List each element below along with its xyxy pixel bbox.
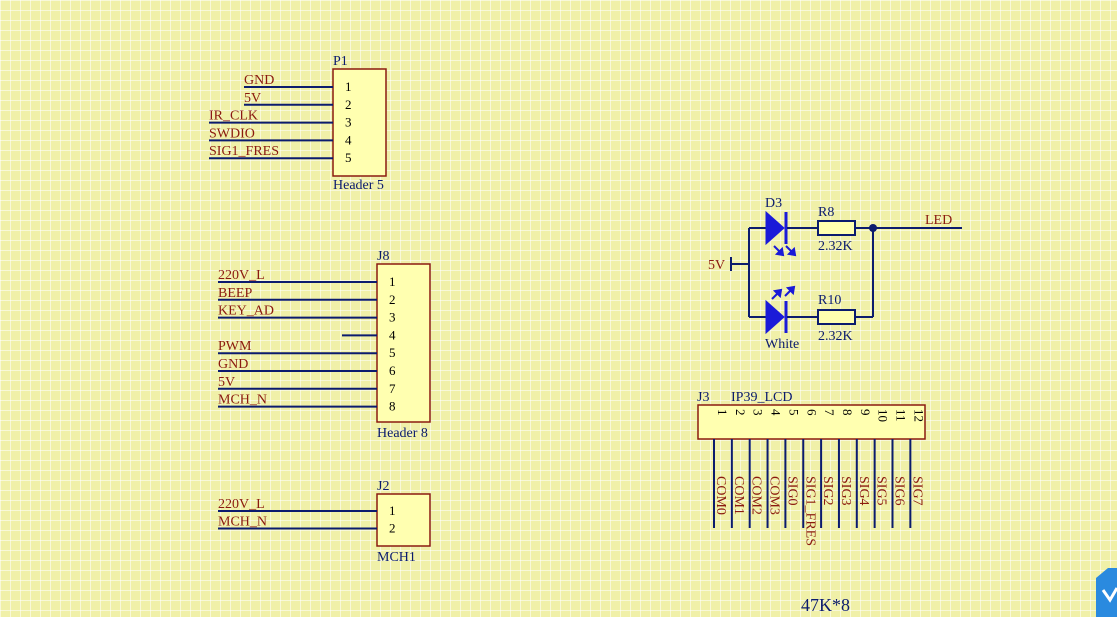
j3-net-label: SIG5 (874, 476, 889, 506)
j3-body (697, 404, 926, 440)
j3-net-label: COM1 (731, 476, 746, 515)
j3-pin-number: 11 (894, 409, 909, 422)
j8-pin-number: 3 (389, 310, 396, 325)
r8-value: 2.32K (818, 239, 853, 254)
j3-pin-number: 3 (751, 409, 766, 416)
connector-j8: J8 Header 8 1 220V_L 2 BEEP 3 KEY_AD 4 5 PWM 6 GND… (218, 249, 431, 441)
j8-net-label: MCH_N (218, 393, 267, 408)
j2-net-label: 220V_L (218, 497, 265, 512)
j3-pin-number: 10 (876, 409, 891, 422)
j8-pin-number: 2 (389, 292, 396, 307)
p1-pin-number: 1 (345, 79, 352, 94)
j8-ref: J8 (377, 249, 389, 264)
j8-body (376, 263, 431, 423)
d3-emit-arrows-icon (773, 245, 797, 257)
j3-pin-number: 9 (858, 409, 873, 416)
j3-pin-number: 4 (769, 409, 784, 416)
r8-ref: R8 (818, 205, 834, 220)
r10-ref: R10 (818, 293, 841, 308)
j3-pin-number: 7 (822, 409, 837, 416)
j3-net-label: SIG1_FRES (802, 476, 817, 546)
output-net-label: LED (925, 213, 952, 228)
j8-net-label: BEEP (218, 286, 252, 301)
j3-net-label: SIG7 (909, 476, 924, 506)
white-led-emit-arrows-icon (771, 285, 796, 300)
j8-net-label: GND (218, 357, 248, 372)
j3-net-label: SIG4 (856, 476, 871, 506)
j8-pin-number: 8 (389, 399, 396, 414)
p1-net-label: 5V (244, 91, 261, 106)
j8-net-label: 5V (218, 375, 235, 390)
j3-net-label: SIG2 (820, 476, 835, 506)
white-led-label: White (765, 337, 799, 352)
j3-pin-number: 5 (786, 409, 801, 416)
p1-pin-number: 3 (345, 115, 352, 130)
p1-pin-number: 2 (345, 97, 352, 112)
led-circuit: 5V D3 R8 2.32K LED White R10 2.32K (708, 196, 962, 352)
p1-type: Header 5 (333, 178, 384, 193)
j8-pin-number: 6 (389, 363, 396, 378)
j2-type: MCH1 (377, 550, 416, 565)
p1-pin-number: 5 (345, 150, 352, 165)
j3-pin-number: 6 (804, 409, 819, 416)
d3-diode-icon (765, 210, 785, 246)
power-net-label: 5V (708, 258, 725, 273)
white-led-diode-icon (765, 299, 785, 335)
j3-net-label: COM2 (749, 476, 764, 515)
d3-ref: D3 (765, 196, 782, 211)
j2-pin-number: 1 (389, 503, 396, 518)
j2-ref: J2 (377, 479, 389, 494)
r10-value: 2.32K (818, 329, 853, 344)
p1-pin-number: 4 (345, 132, 352, 147)
r10-resistor-icon (817, 309, 856, 325)
j3-net-label: SIG0 (784, 476, 799, 506)
shield-icon[interactable] (1096, 568, 1117, 617)
j8-net-label: PWM (218, 339, 252, 354)
j3-pin-number: 2 (733, 409, 748, 416)
j8-type: Header 8 (377, 426, 428, 441)
connector-p1: P1 Header 5 1 GND 2 5V 3 IR_CLK 4 SWDIO 5 SIG1_FR… (209, 54, 387, 193)
p1-body (332, 68, 387, 177)
r8-resistor-icon (817, 220, 856, 236)
j3-pin-number: 8 (840, 409, 855, 416)
j8-pin-number: 4 (389, 327, 396, 342)
j3-net-label: SIG3 (838, 476, 853, 506)
j2-pin-number: 2 (389, 521, 396, 536)
j3-net-label: COM3 (767, 476, 782, 515)
j2-body (376, 493, 431, 547)
j8-pin-number: 7 (389, 381, 396, 396)
p1-net-label: SWDIO (209, 126, 255, 141)
j8-pin-number: 1 (389, 274, 396, 289)
j3-net-label: SIG6 (892, 476, 907, 506)
p1-net-label: IR_CLK (209, 109, 258, 124)
j3-net-label: COM0 (713, 476, 728, 515)
j8-pin-number: 5 (389, 345, 396, 360)
p1-ref: P1 (333, 54, 348, 69)
connector-j2: J2 MCH1 1 220V_L 2 MCH_N (218, 479, 431, 565)
j8-net-label: 220V_L (218, 268, 265, 283)
note-label: 47K*8 (801, 595, 850, 615)
p1-net-label: SIG1_FRES (209, 144, 279, 159)
j3-pin-number: 1 (715, 409, 730, 416)
p1-net-label: GND (244, 73, 274, 88)
j8-net-label: KEY_AD (218, 304, 274, 319)
j3-ref: J3 (697, 390, 709, 405)
j3-type: IP39_LCD (731, 390, 792, 405)
j3-pin-number: 12 (911, 409, 926, 422)
j2-net-label: MCH_N (218, 515, 267, 530)
